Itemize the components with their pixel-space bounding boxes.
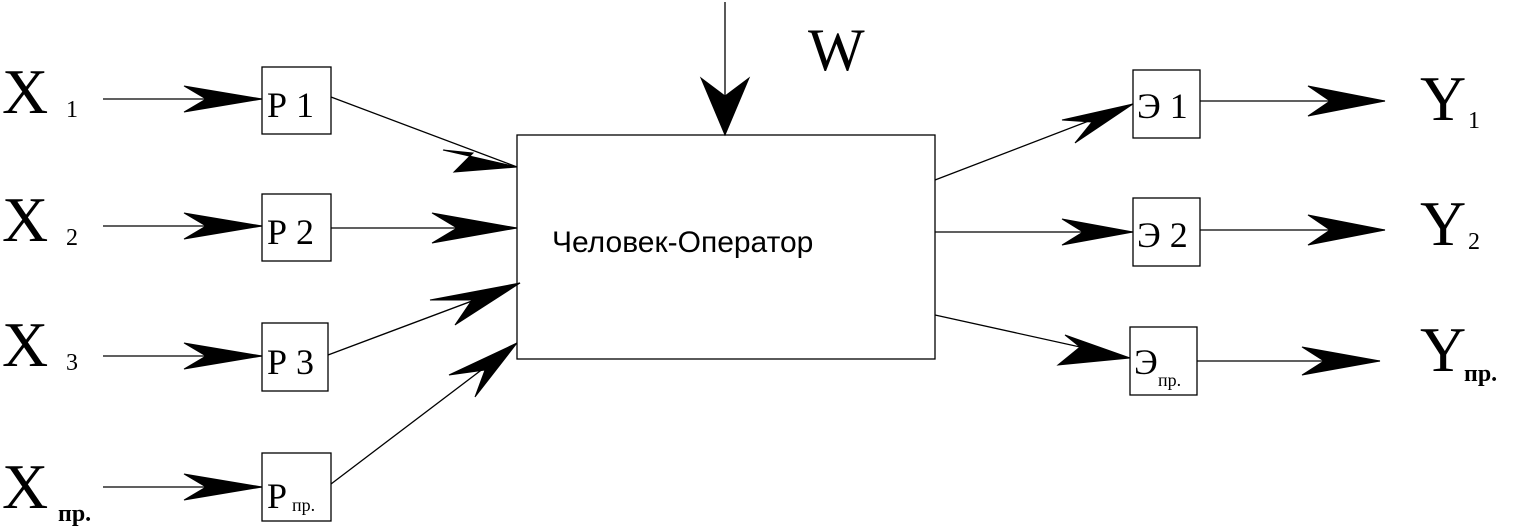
- effector-label-1: Э 1: [1137, 86, 1188, 126]
- output-arrow-2: [1200, 214, 1386, 246]
- operator-to-effector-arrow-2: [935, 218, 1134, 246]
- receptor-label-3: Р 3: [267, 342, 314, 382]
- output-sub-2: 2: [1468, 229, 1480, 255]
- effector-label-3: Э: [1134, 342, 1158, 382]
- output-arrow-3: [1197, 346, 1381, 376]
- receptor-label-1: Р 1: [267, 85, 314, 125]
- receptor-box-4: [261, 452, 332, 522]
- effector-box-1: [1132, 69, 1201, 139]
- receptor-box-1: [261, 66, 332, 135]
- input-sub-2: 2: [66, 225, 78, 251]
- receptor-sub-4: пр.: [292, 495, 315, 515]
- input-arrow-1: [103, 85, 263, 113]
- input-arrow-3: [103, 342, 263, 370]
- output-label-3: Y: [1420, 314, 1466, 385]
- operator-to-effector-arrow-1: [934, 103, 1134, 181]
- input-label-1: X: [2, 56, 48, 127]
- receptor-to-operator-arrow-1: [330, 96, 518, 173]
- input-sub-4: пр.: [58, 501, 91, 527]
- operator-block: [516, 134, 936, 360]
- input-label-3: X: [2, 309, 48, 380]
- receptor-to-operator-arrow-4: [330, 342, 518, 485]
- disturbance-label: W: [808, 17, 865, 83]
- output-label-1: Y: [1420, 63, 1466, 134]
- effector-label-2: Э 2: [1137, 215, 1188, 255]
- operator-to-effector-arrow-3: [934, 314, 1131, 366]
- input-arrow-4: [103, 473, 263, 501]
- input-label-4: X: [2, 451, 48, 522]
- receptor-to-operator-arrow-2: [331, 212, 518, 244]
- disturbance-arrow: [699, 2, 751, 137]
- input-arrow-2: [103, 212, 263, 240]
- output-label-2: Y: [1420, 188, 1466, 259]
- output-arrow-1: [1200, 85, 1386, 117]
- output-sub-3: пр.: [1464, 361, 1497, 387]
- receptor-label-4: Р: [267, 476, 287, 516]
- receptor-box-3: [261, 322, 329, 392]
- receptor-label-2: Р 2: [267, 212, 314, 252]
- effector-box-2: [1132, 197, 1201, 267]
- effector-sub-3: пр.: [1158, 370, 1181, 390]
- input-label-2: X: [2, 184, 48, 255]
- receptor-to-operator-arrow-3: [327, 282, 521, 356]
- output-sub-1: 1: [1468, 108, 1480, 134]
- operator-label: Человек-Оператор: [552, 226, 813, 259]
- input-sub-1: 1: [66, 97, 78, 123]
- input-sub-3: 3: [66, 350, 78, 376]
- effector-box-3: [1129, 326, 1198, 396]
